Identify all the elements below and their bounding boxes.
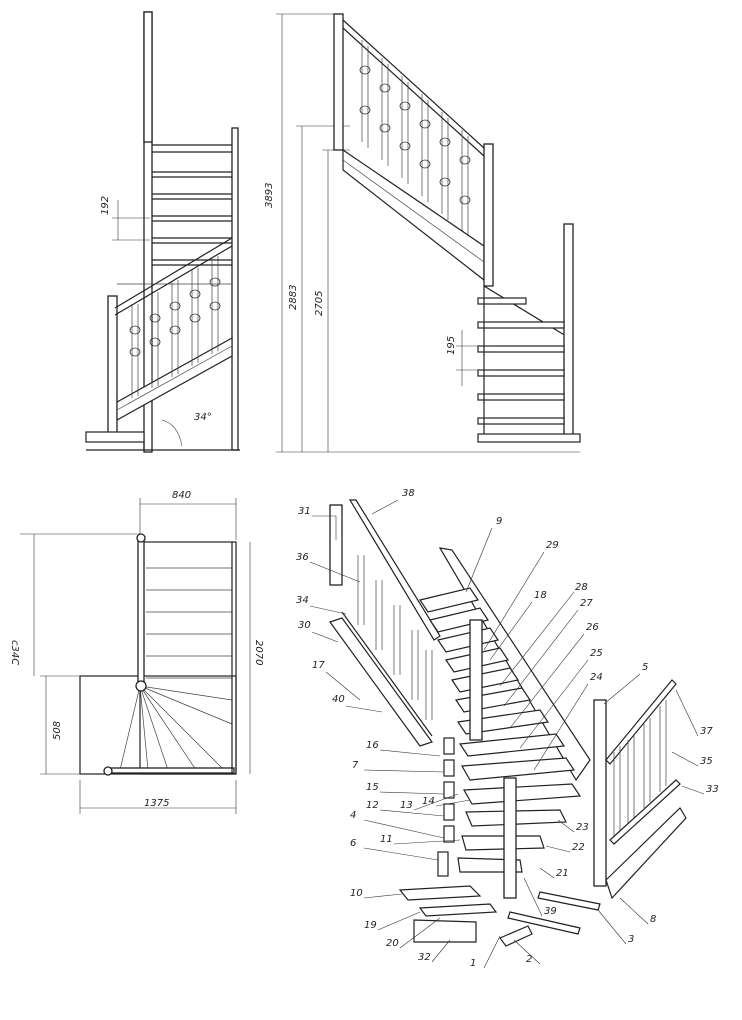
back-post — [231, 127, 239, 451]
dim-2070: 2070 — [253, 640, 264, 665]
part-label: 31 — [298, 506, 311, 517]
exploded-view — [329, 499, 687, 947]
plan-view: 840 2070 c34C 508 1375 — [9, 490, 264, 814]
dim-2883: 2883 — [288, 285, 299, 310]
part-label: 35 — [700, 756, 713, 767]
part-label: 3 — [628, 934, 634, 945]
part-label: 14 — [422, 796, 435, 807]
balusters-right — [361, 40, 469, 238]
dim-c34c: c34C — [9, 640, 20, 665]
part-label: 20 — [386, 938, 399, 949]
part-label: 34 — [296, 595, 309, 606]
part-label: 26 — [586, 622, 599, 633]
left-elevation-view: 34° 192 — [85, 11, 240, 453]
part-label: 19 — [364, 920, 377, 931]
base-step — [85, 431, 145, 443]
part-label: 30 — [298, 620, 311, 631]
part-label: 18 — [534, 590, 547, 601]
plan-treads — [146, 567, 232, 679]
part-label: 22 — [572, 842, 585, 853]
part-label: 1 — [470, 958, 476, 969]
part-label: 21 — [556, 868, 569, 879]
dim-2705: 2705 — [314, 291, 325, 316]
dim-195: 195 — [446, 336, 457, 355]
part-label: 10 — [350, 888, 363, 899]
dim-508: 508 — [52, 721, 63, 740]
part-label: 29 — [546, 540, 559, 551]
part-label: 2 — [526, 954, 532, 965]
part-label: 33 — [706, 784, 719, 795]
leader-lines — [309, 499, 705, 969]
baluster-turnings — [129, 277, 221, 357]
part-label: 7 — [352, 760, 359, 771]
part-label: 6 — [350, 838, 356, 849]
part-label: 13 — [400, 800, 413, 811]
part-labels: 31 38 9 36 29 28 18 27 34 26 30 25 17 24… — [296, 488, 719, 969]
landing-newel-post — [483, 143, 494, 287]
dim-192: 192 — [100, 196, 111, 215]
part-label: 27 — [580, 598, 593, 609]
part-label: 38 — [402, 488, 415, 499]
part-label: 11 — [380, 834, 393, 845]
front-newel-post — [107, 295, 118, 437]
upper-treads — [152, 171, 232, 266]
angle-label: 34° — [194, 412, 212, 423]
part-label: 17 — [312, 660, 325, 671]
part-label: 8 — [650, 914, 656, 925]
part-label: 24 — [590, 672, 603, 683]
dim-840: 840 — [172, 490, 191, 501]
dim-3893: 3893 — [264, 183, 275, 208]
part-label: 36 — [296, 552, 309, 563]
winder-lines — [119, 685, 233, 771]
part-label: 12 — [366, 800, 379, 811]
part-label: 40 — [332, 694, 345, 705]
dim-1375: 1375 — [144, 798, 169, 809]
part-label: 9 — [496, 516, 502, 527]
right-elevation-view: 3893 2883 2705 — [264, 13, 581, 453]
bottom-newel-post — [563, 223, 574, 441]
part-label: 5 — [642, 662, 648, 673]
part-label: 16 — [366, 740, 379, 751]
part-label: 32 — [418, 952, 431, 963]
part-label: 23 — [576, 822, 589, 833]
part-label: 37 — [700, 726, 713, 737]
part-label: 15 — [366, 782, 379, 793]
upper-newel-post — [333, 13, 344, 151]
part-label: 39 — [544, 906, 557, 917]
part-label: 28 — [575, 582, 588, 593]
part-label: 25 — [590, 648, 603, 659]
part-label: 4 — [350, 810, 356, 821]
lower-treads-right — [477, 297, 581, 443]
